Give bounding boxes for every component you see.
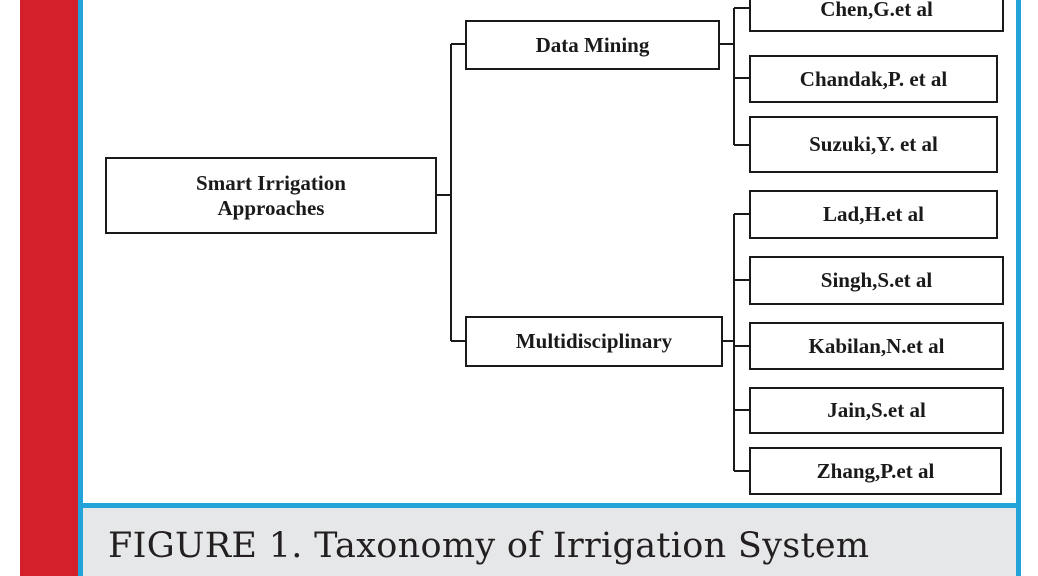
page-margin-left: [0, 0, 20, 576]
figure-frame-left: [78, 0, 83, 576]
leaf-node-label: Suzuki,Y. et al: [809, 132, 938, 156]
branch-node-label: Data Mining: [535, 32, 650, 57]
leaf-node-label: Jain,S.et al: [827, 398, 926, 422]
leaf-node: Zhang,P.et al: [749, 447, 1002, 495]
leaf-node-label: Zhang,P.et al: [816, 458, 935, 483]
branch-node-data-mining: Data Mining: [465, 20, 720, 70]
figure-caption: FIGURE 1. Taxonomy of Irrigation System: [108, 526, 870, 566]
leaf-node: Kabilan,N.et al: [749, 322, 1004, 370]
branch-node-multidisciplinary: Multidisciplinary: [465, 316, 723, 367]
red-side-bar: [20, 0, 78, 576]
leaf-node-label: Singh,S.et al: [820, 268, 933, 292]
page-margin-right: [1021, 0, 1038, 576]
figure-frame-divider: [78, 503, 1021, 508]
leaf-node: Singh,S.et al: [749, 256, 1004, 305]
leaf-node: Chandak,P. et al: [749, 55, 998, 103]
root-node: Smart Irrigation Approaches: [105, 157, 437, 234]
leaf-node: Suzuki,Y. et al: [749, 116, 998, 173]
leaf-node-label: Lad,H.et al: [823, 202, 924, 226]
leaf-node: Jain,S.et al: [749, 387, 1004, 434]
leaf-node-label: Chandak,P. et al: [799, 66, 948, 91]
leaf-node-label: Kabilan,N.et al: [808, 333, 945, 358]
branch-node-label: Multidisciplinary: [515, 329, 673, 353]
leaf-node: Chen,G.et al: [749, 0, 1004, 32]
root-node-label: Smart Irrigation Approaches: [196, 170, 346, 220]
leaf-node-label: Chen,G.et al: [820, 0, 933, 21]
leaf-node: Lad,H.et al: [749, 190, 998, 239]
caption-area: FIGURE 1. Taxonomy of Irrigation System: [83, 508, 1016, 576]
figure-frame-right: [1016, 0, 1021, 576]
